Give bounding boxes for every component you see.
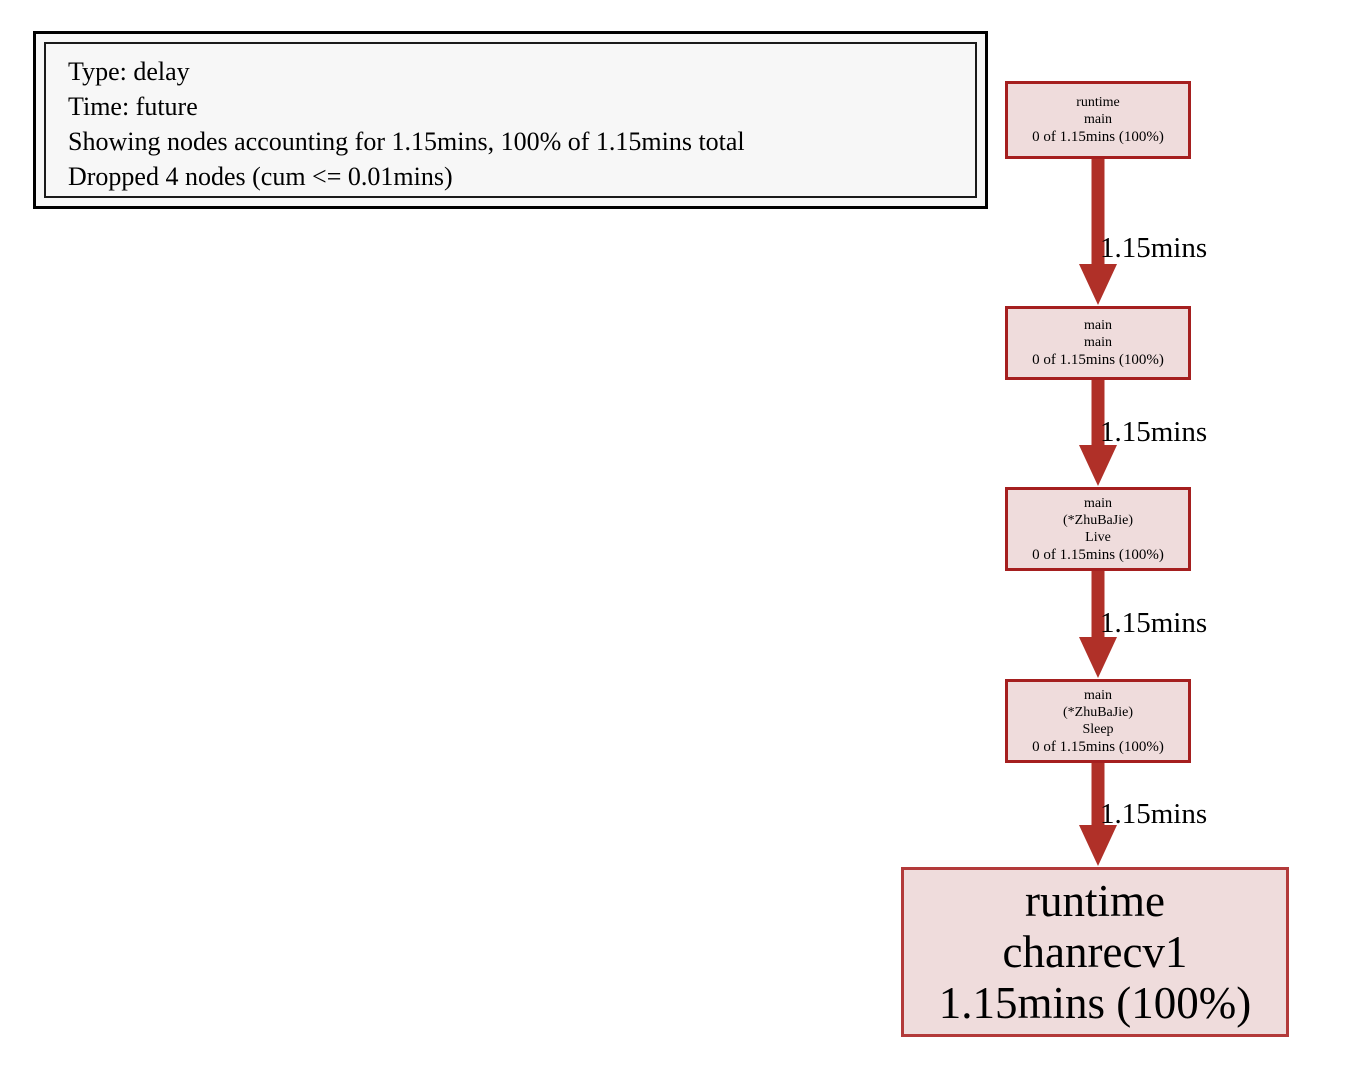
legend-line-time: Time: future xyxy=(68,92,198,121)
node-stat: 0 of 1.15mins (100%) xyxy=(1032,738,1164,755)
node-stat: 0 of 1.15mins (100%) xyxy=(1032,129,1164,145)
node-package: main xyxy=(1084,687,1112,703)
legend-line-type: Type: delay xyxy=(68,57,190,86)
node-package: main xyxy=(1084,495,1112,511)
graph-node-zhubajie-sleep[interactable]: main (*ZhuBaJie) Sleep 0 of 1.15mins (10… xyxy=(1005,679,1191,763)
legend-box-inner: Type: delay Time: future Showing nodes a… xyxy=(44,42,977,198)
node-function: main xyxy=(1084,335,1112,350)
edge-label-zhubajie-sleep-to-chanrecv1: 1.15mins xyxy=(1100,798,1208,830)
node-receiver: (*ZhuBaJie) xyxy=(1063,704,1133,720)
node-function: chanrecv1 xyxy=(1002,926,1188,977)
legend-line-showing-nodes: Showing nodes accounting for 1.15mins, 1… xyxy=(68,127,745,156)
node-package: main xyxy=(1084,318,1112,333)
node-function: Live xyxy=(1085,529,1111,545)
node-stat: 0 of 1.15mins (100%) xyxy=(1032,352,1164,368)
graph-node-runtime-main[interactable]: runtime main 0 of 1.15mins (100%) xyxy=(1005,81,1191,159)
graph-node-zhubajie-live[interactable]: main (*ZhuBaJie) Live 0 of 1.15mins (100… xyxy=(1005,487,1191,571)
legend-line-dropped-nodes: Dropped 4 nodes (cum <= 0.01mins) xyxy=(68,162,453,191)
edge-label-runtime-main-to-main-main: 1.15mins xyxy=(1100,232,1208,264)
graph-node-runtime-chanrecv1[interactable]: runtime chanrecv1 1.15mins (100%) xyxy=(901,867,1289,1037)
node-stat: 0 of 1.15mins (100%) xyxy=(1032,546,1164,563)
edge-label-zhubajie-live-to-zhubajie-sleep: 1.15mins xyxy=(1100,607,1208,639)
node-package: runtime xyxy=(1025,875,1165,926)
node-receiver: (*ZhuBaJie) xyxy=(1063,512,1133,528)
graph-node-main-main[interactable]: main main 0 of 1.15mins (100%) xyxy=(1005,306,1191,380)
node-package: runtime xyxy=(1076,95,1120,110)
node-function: Sleep xyxy=(1082,721,1114,737)
legend-box: Type: delay Time: future Showing nodes a… xyxy=(33,31,988,209)
edge-label-main-main-to-zhubajie-live: 1.15mins xyxy=(1100,416,1208,448)
node-stat: 1.15mins (100%) xyxy=(938,977,1252,1028)
node-function: main xyxy=(1084,112,1112,127)
